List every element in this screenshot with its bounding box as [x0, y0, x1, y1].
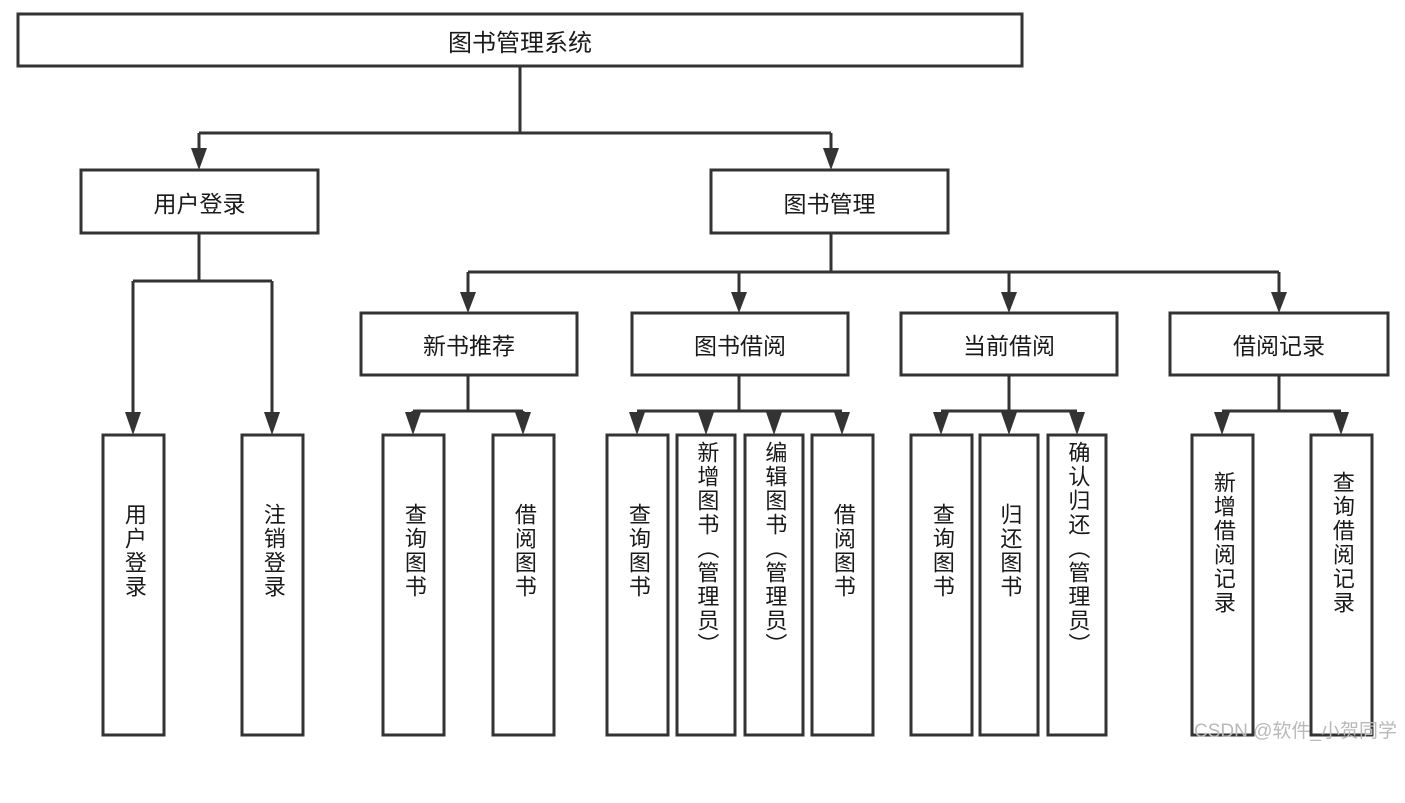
- hierarchy-diagram-svg: [16, 12, 1390, 737]
- arrow-newbook-l2: [515, 412, 531, 435]
- arrow-current-l3: [1069, 412, 1085, 435]
- node-leaf-edit-book-box[interactable]: [743, 433, 805, 737]
- arrow-root-to-user: [191, 148, 207, 170]
- node-leaf-query-book-3-box[interactable]: [909, 433, 974, 737]
- node-leaf-logout-box[interactable]: [240, 433, 305, 737]
- node-borrow-record-box[interactable]: [1168, 311, 1390, 377]
- arrow-newbook-l1: [405, 412, 421, 435]
- arrow-bm-c4: [1271, 292, 1287, 313]
- arrow-user-leaf2: [264, 412, 280, 435]
- node-leaf-add-record-box[interactable]: [1190, 433, 1255, 737]
- arrow-bm-c3: [1001, 292, 1017, 313]
- node-leaf-confirm-return-box[interactable]: [1046, 433, 1108, 737]
- arrow-record-l1: [1214, 412, 1230, 435]
- node-leaf-borrow-book-1-box[interactable]: [491, 433, 556, 737]
- node-leaf-query-book-2-box[interactable]: [605, 433, 670, 737]
- node-leaf-query-record-box[interactable]: [1309, 433, 1374, 737]
- arrow-borrow-l4: [834, 412, 850, 435]
- arrow-borrow-l2: [698, 412, 714, 435]
- arrow-bm-c1: [460, 292, 476, 313]
- arrow-borrow-l3: [766, 412, 782, 435]
- node-current-borrow-box[interactable]: [899, 311, 1119, 377]
- node-root-box[interactable]: [16, 12, 1024, 68]
- arrow-bm-c2: [731, 292, 747, 313]
- node-leaf-user-login-box[interactable]: [101, 433, 166, 737]
- node-book-borrow-box[interactable]: [630, 311, 850, 377]
- arrow-user-leaf1: [125, 412, 141, 435]
- node-new-book-recommend-box[interactable]: [359, 311, 579, 377]
- node-leaf-borrow-book-2-box[interactable]: [810, 433, 875, 737]
- diagram-canvas: 图书管理系统 用户登录 图书管理 新书推荐 图书借阅 当前借阅 借阅记录 用户登…: [16, 12, 1397, 742]
- node-leaf-return-book-box[interactable]: [978, 433, 1040, 737]
- arrow-root-to-bookmgmt: [823, 148, 839, 170]
- arrow-current-l1: [933, 412, 949, 435]
- node-leaf-add-book-box[interactable]: [675, 433, 737, 737]
- node-group: [16, 12, 1390, 737]
- arrow-current-l2: [1001, 412, 1017, 435]
- arrow-borrow-l1: [629, 412, 645, 435]
- connector-group: [125, 66, 1349, 435]
- node-user-login-box[interactable]: [79, 168, 320, 235]
- node-book-management-box[interactable]: [709, 168, 950, 235]
- arrow-record-l2: [1333, 412, 1349, 435]
- node-leaf-query-book-1-box[interactable]: [381, 433, 446, 737]
